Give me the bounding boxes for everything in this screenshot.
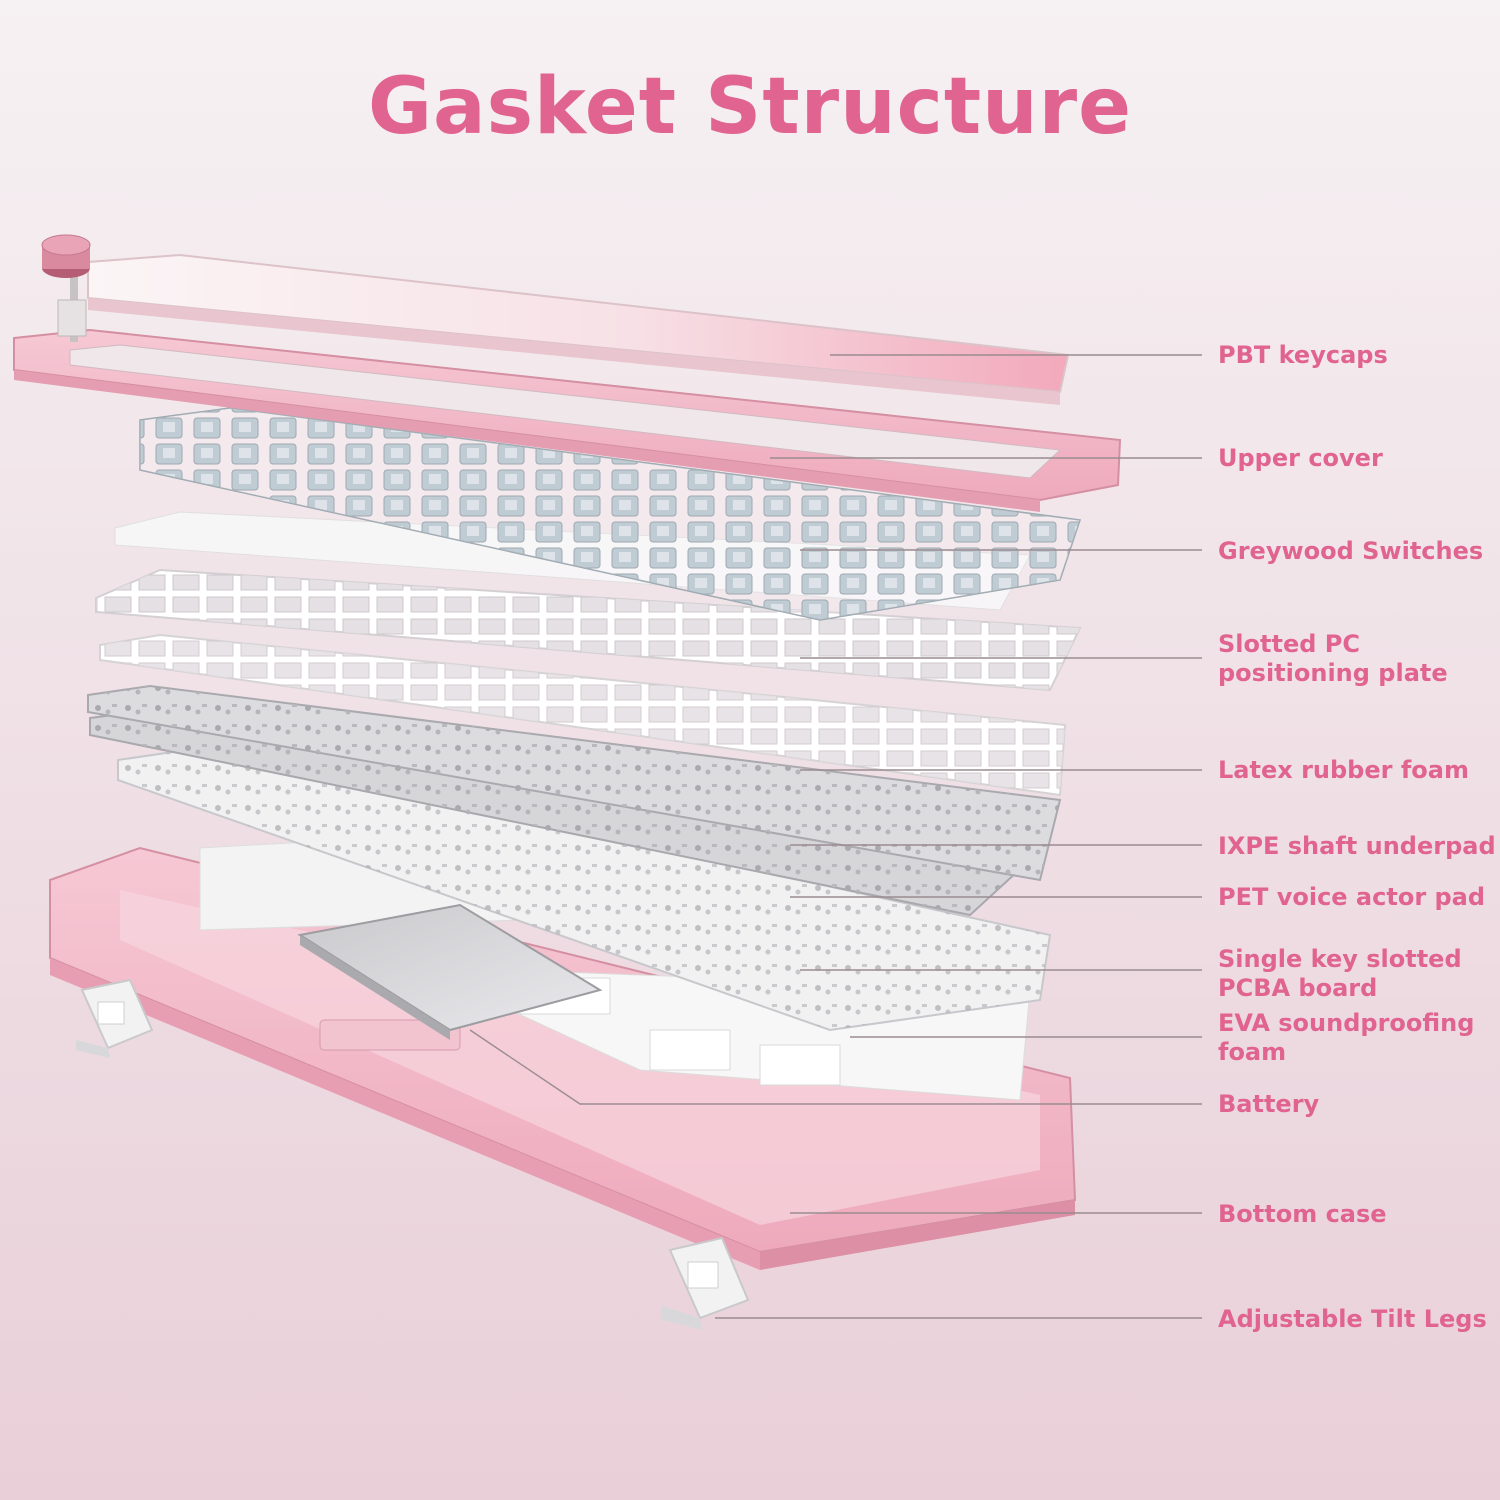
label-pc-plate: Slotted PC positioning plate: [1218, 630, 1448, 687]
label-pcba: Single key slotted PCBA board: [1218, 945, 1462, 1002]
page-title: Gasket Structure: [367, 62, 1133, 152]
battery: [297, 903, 603, 1040]
leader-line-battery: [469, 1029, 1202, 1105]
label-ixpe-pad: IXPE shaft underpad: [1218, 832, 1496, 860]
label-battery: Battery: [1218, 1090, 1320, 1118]
label-bottom-case: Bottom case: [1218, 1200, 1387, 1228]
label-latex-foam: Latex rubber foam: [1218, 756, 1469, 784]
label-tilt-legs: Adjustable Tilt Legs: [1218, 1305, 1487, 1333]
keycaps: [87, 253, 1070, 405]
label-pet-pad: PET voice actor pad: [1218, 883, 1486, 911]
latex-foam: [99, 633, 1067, 797]
label-eva-foam: EVA soundproofing foam: [1218, 1009, 1475, 1066]
label-pbt-keycaps: PBT keycaps: [1218, 341, 1388, 369]
leader-lines: [469, 354, 1202, 1319]
label-upper-cover: Upper cover: [1218, 444, 1383, 472]
tilt-leg-right: [662, 1236, 750, 1330]
label-switches: Greywood Switches: [1218, 537, 1484, 565]
ixpe-pad: [87, 684, 1062, 882]
switches: [139, 407, 1081, 621]
volume-knob: [41, 234, 91, 342]
tilt-leg-left: [76, 978, 154, 1058]
pc-plate: [95, 568, 1082, 692]
